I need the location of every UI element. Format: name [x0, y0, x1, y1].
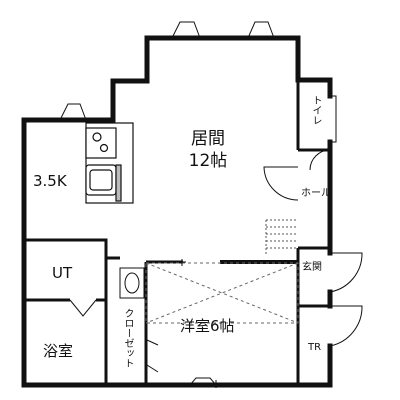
washbasin [119, 267, 145, 299]
toilet-label: トイレ [310, 95, 321, 125]
kitchen-label: 3.5K [33, 172, 67, 190]
living-room-name: 居間 [191, 129, 225, 149]
entrance-label: 玄関 [302, 262, 322, 273]
doors [146, 149, 363, 373]
closet-label: クローゼット [122, 308, 133, 368]
marks [178, 259, 217, 388]
dashed-lines [145, 262, 299, 324]
stairs [265, 219, 296, 255]
ut-label: UT [52, 264, 73, 282]
bedroom-label: 洋室6帖 [180, 317, 235, 335]
tr-label: TR [308, 342, 322, 353]
hall-label: ホール [301, 188, 331, 199]
living-room-size: 12帖 [188, 151, 228, 171]
windows [59, 21, 337, 386]
outer-walls [21, 35, 333, 388]
living-room-label: 居間 12帖 [176, 128, 240, 172]
kitchen-counter [85, 122, 134, 204]
bath-label: 浴室 [43, 342, 74, 360]
